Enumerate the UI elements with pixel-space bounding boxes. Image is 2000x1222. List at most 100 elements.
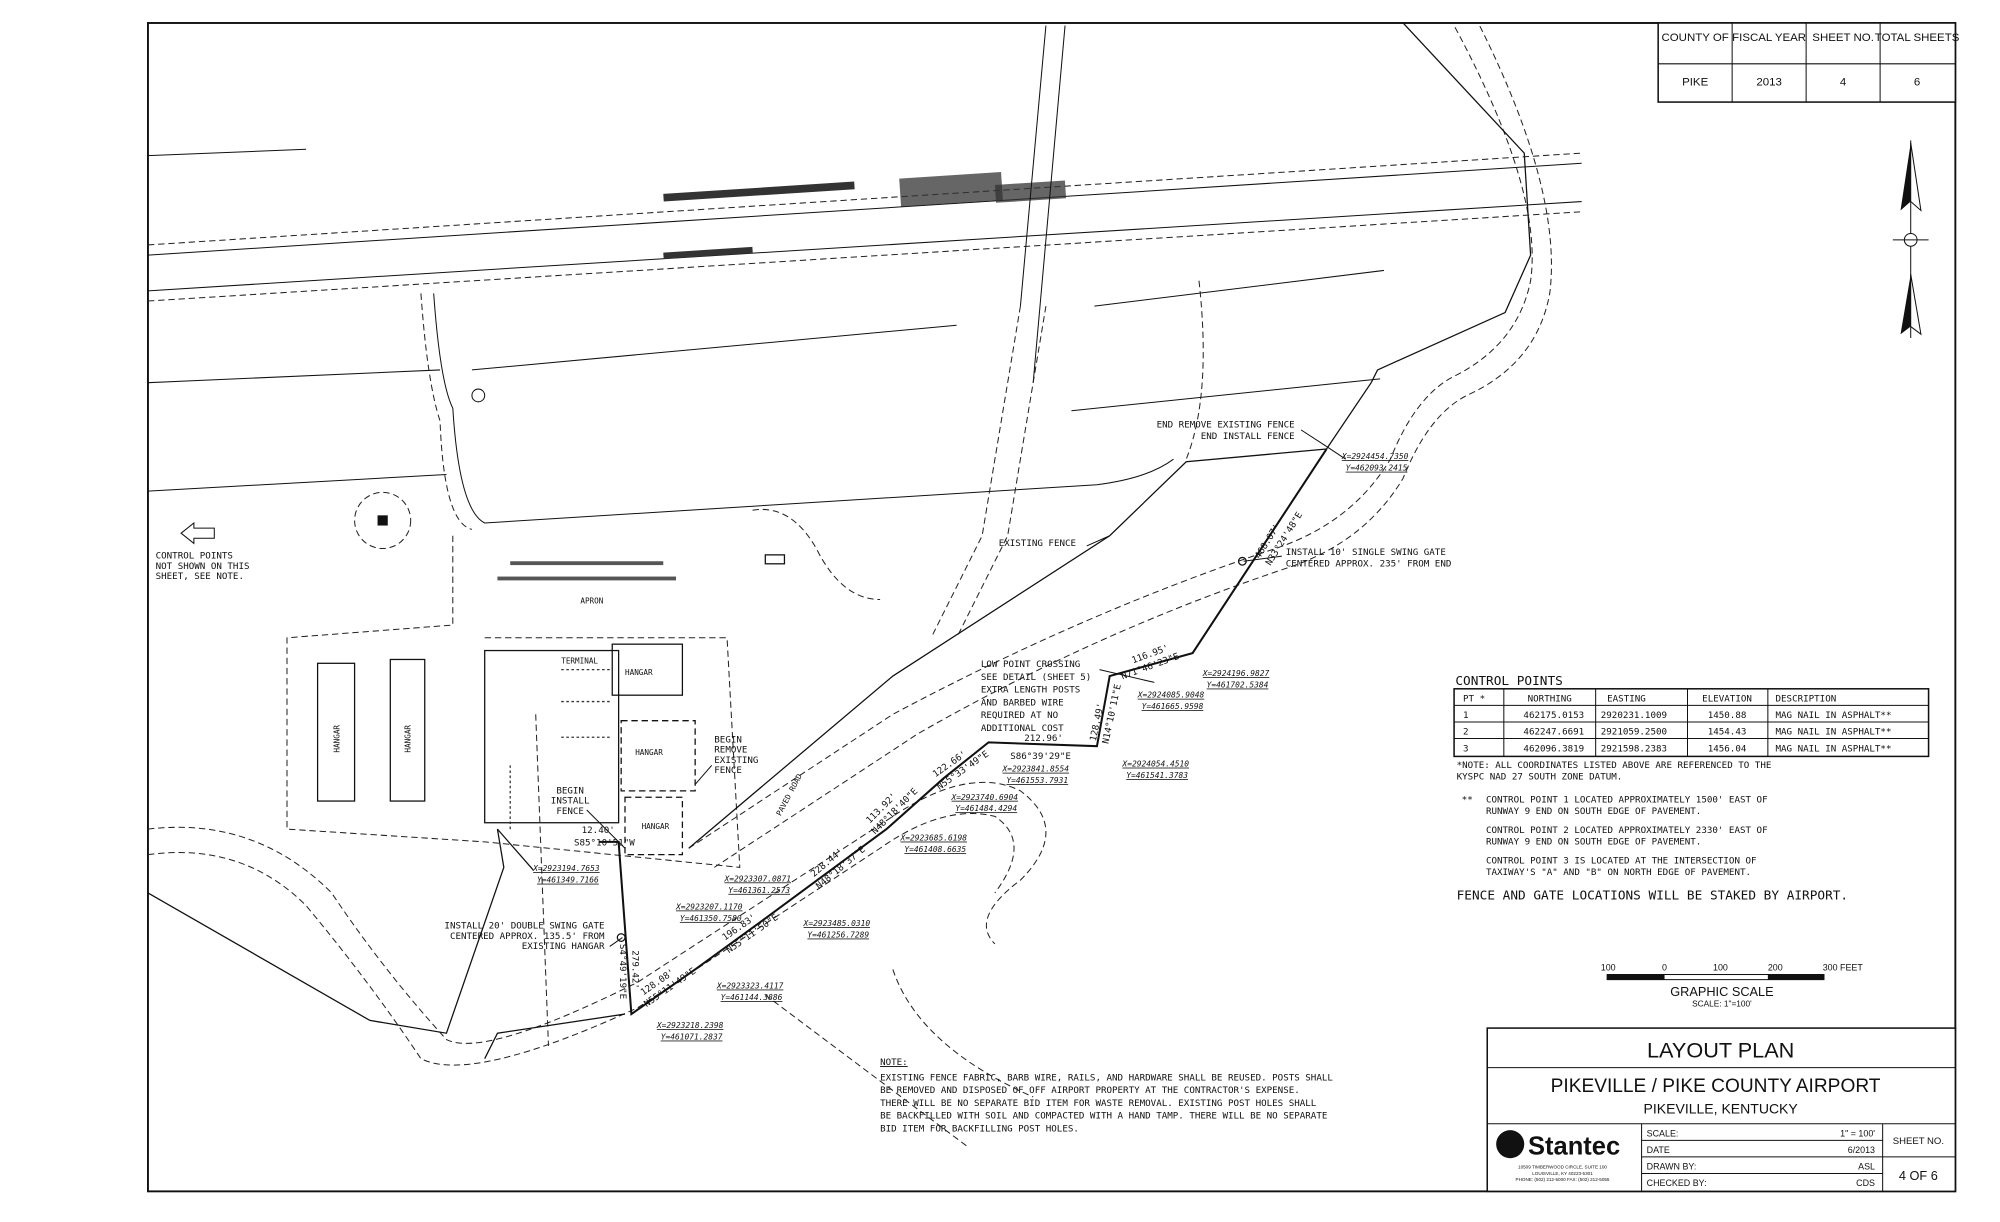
cell-description: MAG NAIL IN ASPHALT** bbox=[1776, 727, 1892, 738]
title-block: LAYOUT PLAN PIKEVILLE / PIKE COUNTY AIRP… bbox=[1486, 1027, 1957, 1193]
checked-by-value: CDS bbox=[1856, 1178, 1875, 1188]
coord-y: Y=461144.3886 bbox=[721, 993, 783, 1002]
cell-easting: 2921598.2383 bbox=[1601, 743, 1667, 754]
company-phone: PHONE: (502) 212-5000 FAX: (502) 212-505… bbox=[1516, 1177, 1610, 1182]
drawn-by-label: DRAWN BY: bbox=[1647, 1162, 1697, 1172]
existing-fence bbox=[147, 22, 1532, 1034]
scale-tick: 200 bbox=[1768, 963, 1783, 973]
paved-road-label: PAVED ROAD bbox=[774, 772, 804, 817]
coord-x: X=2923218.2398 bbox=[656, 1021, 724, 1030]
control-points-note: CONTROL POINTS bbox=[156, 551, 233, 562]
drawing-title: LAYOUT PLAN bbox=[1647, 1037, 1794, 1062]
coord-y: Y=461408.6635 bbox=[904, 845, 966, 854]
hangar-building bbox=[620, 720, 696, 792]
north-arrow-icon bbox=[1892, 140, 1929, 339]
cell-easting: 2920231.1009 bbox=[1601, 710, 1667, 721]
header-county: COUNTY OF bbox=[1661, 32, 1728, 44]
terminal-label: TERMINAL bbox=[561, 656, 598, 665]
coord-x: X=2923207.1170 bbox=[675, 902, 743, 911]
stantec-logo: Stantec 10509 TIMBERWOOD CIRCLE, SUITE 1… bbox=[1496, 1130, 1620, 1182]
cell-pt: 3 bbox=[1463, 743, 1469, 754]
begin-install-label: FENCE bbox=[556, 806, 584, 817]
coord-y: Y=462093.2415 bbox=[1346, 464, 1408, 473]
gate-10-label: INSTALL 10' SINGLE SWING GATE bbox=[1286, 547, 1446, 558]
runway bbox=[147, 25, 1582, 639]
apron-area bbox=[286, 508, 881, 868]
hangar-building bbox=[389, 658, 426, 802]
cell-northing: 462096.3819 bbox=[1523, 743, 1584, 754]
hangar-label: HANGAR bbox=[404, 725, 413, 753]
header-sheet-no: SHEET NO. bbox=[1812, 32, 1874, 44]
coord-x: X=2923740.6904 bbox=[951, 793, 1019, 802]
cp-note: RUNWAY 9 END ON SOUTH EDGE OF PAVEMENT. bbox=[1486, 806, 1701, 817]
graphic-scale-value: SCALE: 1"=100' bbox=[1692, 998, 1752, 1008]
coord-x: X=2924454.7350 bbox=[1341, 452, 1409, 461]
hangar-label: HANGAR bbox=[635, 748, 663, 757]
coord-y: Y=461071.2837 bbox=[661, 1033, 723, 1042]
datum-note: *NOTE: ALL COORDINATES LISTED ABOVE ARE … bbox=[1457, 760, 1772, 771]
cp-note: TAXIWAY'S "A" AND "B" ON NORTH EDGE OF P… bbox=[1486, 867, 1751, 878]
coord-y: Y=461702.5384 bbox=[1207, 681, 1269, 690]
cp-note: CONTROL POINT 3 IS LOCATED AT THE INTERS… bbox=[1486, 856, 1757, 867]
datum-note: KYSPC NAD 27 SOUTH ZONE DATUM. bbox=[1457, 771, 1623, 782]
coord-y: Y=461350.7580 bbox=[680, 914, 742, 923]
leader-lines bbox=[191, 429, 1346, 947]
sheet-border bbox=[147, 22, 1957, 1193]
sheet-no-label: SHEET NO. bbox=[1893, 1136, 1944, 1147]
hangar-label: HANGAR bbox=[332, 725, 341, 753]
end-remove-label: END REMOVE EXISTING FENCE bbox=[1157, 419, 1295, 430]
project-location: PIKEVILLE, KENTUCKY bbox=[1644, 1101, 1799, 1117]
drawn-by-value: ASL bbox=[1858, 1162, 1875, 1172]
th-pt: PT * bbox=[1463, 694, 1485, 705]
note-line: BID ITEM FOR BACKFILLING POST HOLES. bbox=[880, 1123, 1079, 1134]
cell-elevation: 1456.04 bbox=[1708, 743, 1747, 754]
th-elevation: ELEVATION bbox=[1702, 694, 1752, 705]
note-line: BE REMOVED AND DISPOSED OF OFF AIRPORT P… bbox=[880, 1085, 1300, 1096]
scale-tick: 0 bbox=[1662, 963, 1667, 973]
value-total-sheets: 6 bbox=[1914, 76, 1920, 88]
coord-x: X=2923485.0310 bbox=[803, 919, 871, 928]
cp-note: RUNWAY 9 END ON SOUTH EDGE OF PAVEMENT. bbox=[1486, 836, 1701, 847]
control-points-note: NOT SHOWN ON THIS bbox=[156, 561, 250, 572]
coord-y: Y=461553.7931 bbox=[1006, 776, 1068, 785]
low-point-label: EXTRA LENGTH POSTS bbox=[981, 685, 1080, 696]
value-county: PIKE bbox=[1682, 76, 1708, 88]
note-line: BE BACKFILLED WITH SOIL AND COMPACTED WI… bbox=[880, 1111, 1327, 1122]
cell-description: MAG NAIL IN ASPHALT** bbox=[1776, 710, 1892, 721]
segment-bearing: S86°39'29"E bbox=[1010, 751, 1071, 762]
begin-remove-label: BEGIN bbox=[714, 734, 742, 745]
coord-y: Y=461361.2573 bbox=[728, 886, 790, 895]
th-description: DESCRIPTION bbox=[1776, 694, 1837, 705]
header-table: COUNTY OF FISCAL YEAR SHEET NO. TOTAL SH… bbox=[1657, 22, 1960, 103]
cell-description: MAG NAIL IN ASPHALT** bbox=[1776, 743, 1892, 754]
apron-label: APRON bbox=[580, 596, 603, 605]
new-fence bbox=[484, 448, 1328, 1059]
low-point-label: REQUIRED AT NO bbox=[981, 710, 1058, 721]
bearing-labels: 468.07'N33°24'48"E 116.95'N71°46'23"E 12… bbox=[574, 510, 1305, 1009]
header-fiscal-year: FISCAL YEAR bbox=[1732, 32, 1806, 44]
note-line: THERE WILL BE NO SEPARATE BID ITEM FOR W… bbox=[880, 1098, 1317, 1109]
scale-label: SCALE: bbox=[1647, 1129, 1679, 1139]
begin-remove-label: EXISTING bbox=[714, 755, 758, 766]
control-points-note: SHEET, SEE NOTE. bbox=[156, 571, 244, 582]
hangar-building bbox=[316, 662, 356, 802]
cell-elevation: 1454.43 bbox=[1708, 727, 1747, 738]
cell-easting: 2921059.2500 bbox=[1601, 727, 1667, 738]
table-row: 3 462096.3819 2921598.2383 1456.04 MAG N… bbox=[1463, 743, 1891, 754]
scale-tick: 300 FEET bbox=[1823, 963, 1864, 973]
table-row: 2 462247.6691 2921059.2500 1454.43 MAG N… bbox=[1463, 727, 1891, 738]
low-point-label: ADDITIONAL COST bbox=[981, 723, 1064, 734]
note-marker: ** bbox=[1462, 794, 1473, 805]
note-title: NOTE: bbox=[880, 1057, 908, 1068]
hangar-building bbox=[611, 643, 684, 696]
control-points-title: CONTROL POINTS bbox=[1455, 674, 1562, 689]
company-address: 10509 TIMBERWOOD CIRCLE, SUITE 100 bbox=[1518, 1164, 1607, 1169]
coord-y: Y=461484.4294 bbox=[955, 804, 1017, 813]
cp-note: CONTROL POINT 2 LOCATED APPROXIMATELY 23… bbox=[1486, 825, 1768, 836]
coord-y: Y=461349.7166 bbox=[537, 876, 599, 885]
general-note: NOTE: EXISTING FENCE FABRIC, BARB WIRE, … bbox=[880, 1057, 1333, 1134]
cell-northing: 462247.6691 bbox=[1523, 727, 1584, 738]
gate-10-label: CENTERED APPROX. 235' FROM END bbox=[1286, 558, 1452, 569]
